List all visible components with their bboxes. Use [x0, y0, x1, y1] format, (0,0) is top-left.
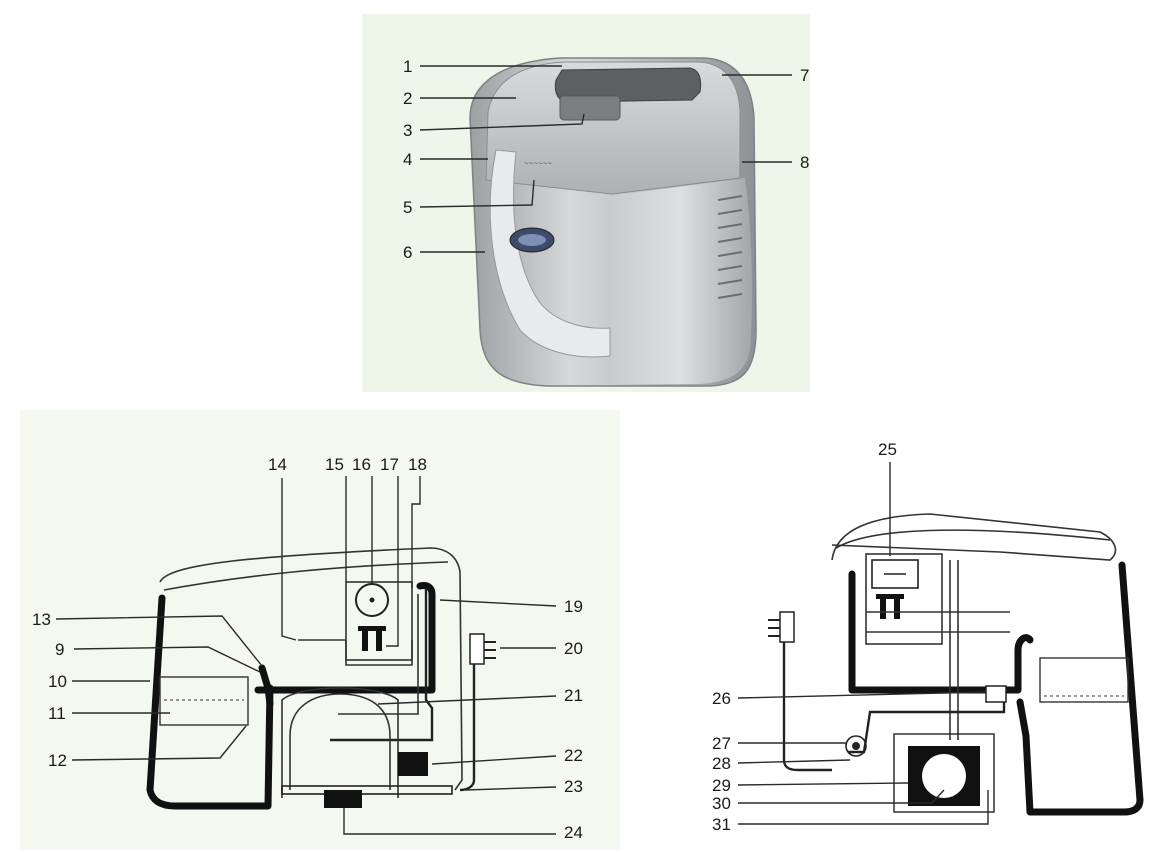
right-outer-shell	[831, 513, 1117, 561]
right-tubes	[848, 690, 1006, 754]
callout-5: 5	[403, 198, 412, 217]
callout-12: 12	[48, 751, 67, 770]
drain-valve	[845, 735, 867, 757]
right-callouts: 25 26 27 28 29 30 31	[712, 440, 989, 834]
right-evaporator	[865, 553, 943, 645]
compressor-outline	[281, 687, 399, 798]
callout-18: 18	[408, 455, 427, 474]
right-wall	[1016, 561, 1144, 816]
callout-2: 2	[403, 89, 412, 108]
callout-22: 22	[564, 746, 583, 765]
side-panel	[610, 178, 753, 384]
fan-icon	[922, 754, 966, 798]
callout-24: 24	[564, 823, 583, 842]
photo-callouts: 1 2 3 4 5 6 7 8	[403, 57, 809, 262]
right-water-outlet	[949, 560, 959, 740]
brand-text: ~~~~~~	[524, 159, 552, 168]
evaporator-box	[345, 581, 413, 661]
viewing-window	[554, 67, 702, 103]
plug-icon	[469, 633, 496, 665]
callout-6: 6	[403, 243, 412, 262]
callout-7: 7	[800, 66, 809, 85]
outer-shell	[159, 547, 463, 791]
logo-inner	[518, 234, 546, 246]
callout-17: 17	[380, 455, 399, 474]
fan-frame	[893, 733, 995, 813]
callout-8: 8	[800, 153, 809, 172]
callout-16: 16	[352, 455, 371, 474]
product-photo-panel: ~~~~~~ 1 2 3 4	[362, 14, 810, 392]
rear-cutaway-panel: 25 26 27 28 29 30 31	[640, 410, 1160, 850]
right-tray	[848, 570, 1034, 694]
right-power-cord	[782, 640, 832, 772]
callout-10: 10	[48, 672, 67, 691]
callout-25: 25	[878, 440, 897, 459]
tube-2	[338, 594, 419, 715]
callout-20: 20	[564, 639, 583, 658]
callout-19: 19	[564, 597, 583, 616]
callout-9: 9	[55, 640, 64, 659]
drain-block	[324, 790, 362, 808]
ice-basket	[159, 676, 249, 726]
right-lid-line	[835, 529, 1111, 549]
callout-14: 14	[268, 455, 287, 474]
callout-3: 3	[403, 121, 412, 140]
right-tray-line	[866, 611, 1010, 633]
right-basket	[1039, 657, 1129, 703]
compressor	[289, 693, 391, 790]
control-panel	[559, 95, 621, 121]
evaporator-fingers	[358, 626, 386, 651]
left-callouts: 9 10 11 12 13 14 15 16 17 18 19 20 21	[32, 455, 583, 842]
water-tray	[254, 582, 436, 708]
left-wall	[146, 594, 274, 810]
callout-30: 30	[712, 794, 731, 813]
tray-bracket	[298, 639, 413, 666]
callout-28: 28	[712, 754, 731, 773]
callout-31: 31	[712, 815, 731, 834]
callout-21: 21	[564, 686, 583, 705]
callout-15: 15	[325, 455, 344, 474]
callout-1: 1	[403, 57, 412, 76]
left-panel-background	[20, 410, 620, 850]
callout-13: 13	[32, 610, 51, 629]
callout-4: 4	[403, 150, 412, 169]
right-panel-background	[640, 410, 1160, 850]
lid-top-line	[163, 561, 449, 591]
callout-26: 26	[712, 689, 731, 708]
callout-23: 23	[564, 777, 583, 796]
power-cord	[459, 640, 476, 792]
callout-29: 29	[712, 776, 731, 795]
pcb-box	[398, 752, 428, 776]
sensor-dot	[369, 597, 375, 603]
ice-maker-photo: ~~~~~~	[469, 57, 757, 387]
right-evaporator-fingers	[876, 594, 904, 619]
callout-27: 27	[712, 734, 731, 753]
callout-11: 11	[48, 704, 66, 723]
side-vent-grill	[717, 195, 743, 299]
right-plug-icon	[768, 611, 795, 643]
compressor-base	[281, 785, 453, 795]
valve-block	[985, 685, 1007, 703]
front-cutaway-panel: 9 10 11 12 13 14 15 16 17 18 19 20 21	[20, 410, 620, 850]
